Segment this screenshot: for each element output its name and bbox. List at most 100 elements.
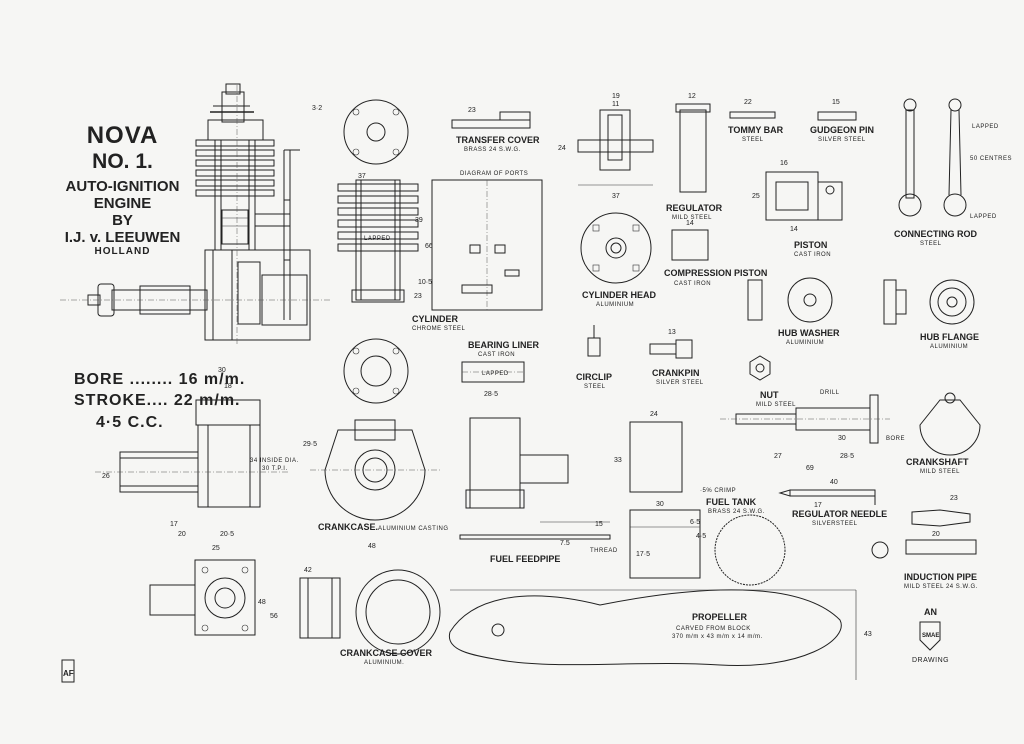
- lapped-liner-label: LAPPED: [482, 371, 509, 377]
- diagram-of-ports: DIAGRAM OF PORTS 23 10·5: [414, 171, 543, 311]
- nut-label: NUT: [760, 390, 779, 400]
- dim-37: 37: [358, 173, 366, 180]
- hub-flange-label: HUB FLANGE: [920, 332, 979, 342]
- title-line1: AUTO-IGNITION: [65, 178, 180, 195]
- hub-washer: HUB WASHER ALUMINIUM: [747, 277, 840, 346]
- dim-135: 13: [668, 329, 676, 336]
- gudgeon-pin-material: SILVER STEEL: [818, 137, 866, 143]
- hub-flange-material: ALUMINIUM: [930, 344, 968, 350]
- compression-piston: 14 COMPRESSION PISTON CAST IRON: [664, 220, 767, 287]
- dim-23b: 23: [468, 107, 476, 114]
- dim-30: 30: [838, 435, 846, 442]
- hub-washer-material: ALUMINIUM: [786, 340, 824, 346]
- dim-30c: 30: [656, 501, 664, 508]
- propeller-size: 370 m/m x 43 m/m x 14 m/m.: [672, 634, 763, 640]
- lapped-bottom-label: LAPPED: [970, 214, 997, 220]
- connecting-rod-material: STEEL: [920, 241, 942, 247]
- dim-25b: 25: [212, 545, 220, 552]
- transfer-cover-label: TRANSFER COVER: [456, 135, 540, 145]
- crankshaft: 27 28·5 69 30 DRILL BORE CRANKSHAFT MILD…: [720, 390, 981, 475]
- dim-105: 10·5: [418, 279, 432, 286]
- connecting-rod-label: CONNECTING ROD: [894, 229, 978, 239]
- gudgeon-pin: 15 GUDGEON PIN SILVER STEEL: [810, 99, 874, 143]
- dim-37b: 37: [612, 193, 620, 200]
- fuel-tank-material: BRASS 24 S.W.G.: [708, 509, 765, 515]
- dim-40: 40: [830, 479, 838, 486]
- piston-material: CAST IRON: [794, 252, 831, 258]
- monogram: AF: [61, 659, 75, 683]
- gudgeon-pin-label: GUDGEON PIN: [810, 125, 874, 135]
- nut: NUT MILD STEEL: [749, 355, 796, 408]
- crankcase-label: CRANKCASE.: [318, 522, 378, 532]
- circlip-label: CIRCLIP: [576, 372, 612, 382]
- cylinder-material: CHROME STEEL: [412, 326, 466, 332]
- cylinder-bottom-view: [343, 338, 409, 404]
- spec-stroke: STROKE.... 22 m/m.: [74, 392, 241, 409]
- dim-285: 28·5: [484, 391, 498, 398]
- crankpin: 13 CRANKPIN SILVER STEEL: [649, 329, 704, 386]
- badge-bottom: DRAWING: [912, 657, 949, 664]
- spec-capacity: 4·5 C.C.: [96, 414, 164, 431]
- cylinder-head-material: ALUMINIUM: [596, 302, 634, 308]
- fuel-tank-label: FUEL TANK: [706, 497, 757, 507]
- dim-17b: 17: [814, 502, 822, 509]
- transfer-cover: 23 TRANSFER COVER BRASS 24 S.W.G.: [451, 107, 540, 153]
- regulator: 12 REGULATOR MILD STEEL: [666, 93, 723, 221]
- dim-14b: 14: [686, 220, 694, 227]
- regulator-needle-material: SILVERSTEEL: [812, 521, 858, 527]
- cylinder-head-section: 19 11 24 37 CYLINDER HEAD ALUMINIUM: [558, 93, 657, 308]
- crankcase-side-view: [465, 417, 569, 509]
- transfer-cover-material: BRASS 24 S.W.G.: [464, 147, 521, 153]
- regulator-needle: 40 17 REGULATOR NEEDLE SILVERSTEEL: [778, 479, 887, 527]
- dim-65: 6·5: [690, 519, 700, 526]
- title-author: I.J. v. LEEUWEN: [64, 229, 181, 246]
- badge-mid: SMAE: [922, 633, 939, 639]
- nut-material: MILD STEEL: [756, 402, 796, 408]
- dim-205: 20·5: [220, 531, 234, 538]
- dim-23: 23: [414, 293, 422, 300]
- crankpin-label: CRANKPIN: [652, 368, 700, 378]
- crankcase-front-view: CRANKCASE. ALUMINIUM CASTING 48: [310, 419, 448, 550]
- tommy-bar-label: TOMMY BAR: [728, 125, 784, 135]
- dim-25: 25: [752, 193, 760, 200]
- thread-label: THREAD: [590, 548, 618, 554]
- dim-48: 48: [368, 543, 376, 550]
- dim-27: 27: [774, 453, 782, 460]
- tommy-bar-material: STEEL: [742, 137, 764, 143]
- induction-pipe-material: MILD STEEL 24 S.W.G.: [904, 584, 978, 590]
- crankshaft-label: CRANKSHAFT: [906, 457, 969, 467]
- lapped-top-label: LAPPED: [972, 124, 999, 130]
- dim-39: 39: [415, 217, 423, 224]
- regulator-label: REGULATOR: [666, 203, 723, 213]
- lapped-label: LAPPED: [364, 236, 391, 242]
- piston: 16 25 14 PISTON CAST IRON: [752, 160, 843, 258]
- cylinder-head-top-view: 3·2: [312, 99, 409, 165]
- regulator-material: MILD STEEL: [672, 215, 712, 221]
- fuel-feedpipe-label: FUEL FEEDPIPE: [490, 554, 560, 564]
- dim-11: 11: [612, 101, 619, 108]
- piston-label: PISTON: [794, 240, 827, 250]
- dim-56: 56: [270, 613, 278, 620]
- dim-19: 19: [612, 93, 620, 100]
- hub-washer-label: HUB WASHER: [778, 328, 840, 338]
- dim-24: 24: [558, 145, 566, 152]
- title-by: BY: [112, 212, 133, 229]
- propeller-material: CARVED FROM BLOCK: [676, 626, 751, 632]
- dim-20: 20: [178, 531, 186, 538]
- title-line2: ENGINE: [93, 195, 152, 212]
- dim-66: 66: [425, 243, 433, 250]
- monogram-text: AF: [63, 669, 74, 678]
- dim-75: 7.5: [560, 540, 570, 547]
- dim-30b: 30: [218, 367, 226, 374]
- crankpin-material: SILVER STEEL: [656, 380, 704, 386]
- circlip-material: STEEL: [584, 384, 606, 390]
- bearing-liner-material: CAST IRON: [478, 352, 515, 358]
- dim-15b: 15: [595, 521, 603, 528]
- smae-badge: AN SMAE DRAWING: [912, 607, 949, 664]
- title-name: NOVA: [86, 122, 159, 149]
- cylinder-head-label: CYLINDER HEAD: [582, 290, 657, 300]
- dim-69: 69: [806, 465, 814, 472]
- compression-piston-label: COMPRESSION PISTON: [664, 268, 767, 278]
- hub-flange: HUB FLANGE ALUMINIUM: [883, 279, 979, 350]
